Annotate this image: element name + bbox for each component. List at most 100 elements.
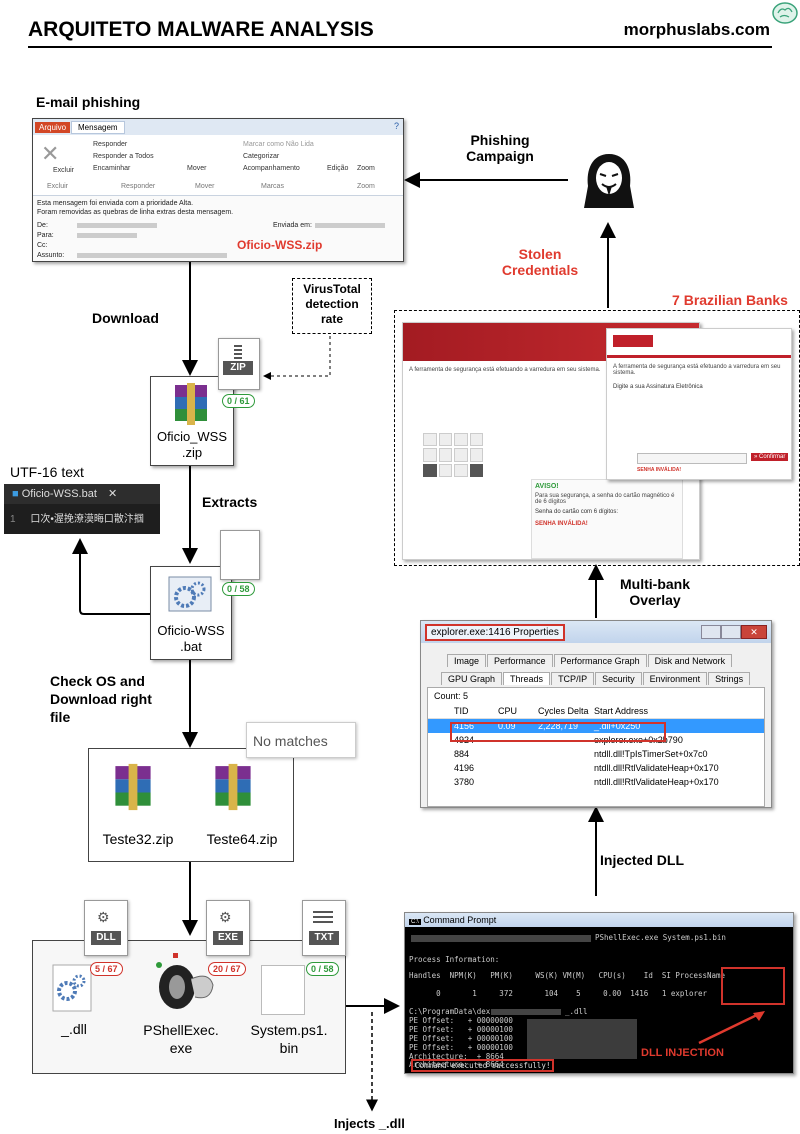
dll-file-name: _.dll	[61, 1021, 87, 1037]
threads-panel: Count: 5 TID CPU Cycles Delta Start Addr…	[427, 687, 765, 807]
to-label: Para:	[37, 232, 54, 239]
email-window: Arquivo Mensagem ? ✕ Excluir Responder R…	[32, 118, 404, 262]
table-row[interactable]: 4196 ntdll.dll!RtlValidateHeap+0x170	[428, 761, 764, 775]
cmd-line-pe4: PE Offset: + 00000100	[409, 1043, 513, 1052]
santander-logo	[613, 335, 653, 347]
exe-icon: EXE	[213, 931, 243, 945]
to-value-redacted	[77, 233, 137, 238]
forward-button[interactable]: Encaminhar	[93, 165, 131, 172]
redacted-path-2	[491, 1009, 561, 1015]
code-editor: ■ Oficio-WSS.bat ✕ 1 口次•渥挽潦漠晦口散汴掴	[4, 484, 160, 534]
minimize-button[interactable]	[701, 625, 721, 639]
col-tid[interactable]: TID	[454, 706, 469, 716]
group-zoom: Zoom	[357, 183, 375, 190]
zip-icon: ZIP	[223, 361, 253, 375]
zip-zipper-icon	[234, 343, 242, 359]
dll-icon: DLL	[91, 931, 121, 945]
linebreak-notice: Foram removidas as quebras de linha extr…	[37, 209, 234, 216]
process-title: explorer.exe:1416 Properties	[425, 624, 565, 641]
cell-tid: 4156	[454, 721, 475, 731]
email-header: Esta mensagem foi enviada com a priorida…	[33, 196, 403, 261]
cmd-line-path-end: _.dll	[565, 1007, 588, 1016]
cmd-success-line: Command executed successfully!	[411, 1059, 555, 1072]
page-title: ARQUITETO MALWARE ANALYSIS	[28, 18, 374, 41]
maximize-button[interactable]	[721, 625, 741, 639]
confirm-button[interactable]: » Confirmar	[751, 453, 789, 461]
exe-doc-icon: EXE ⚙	[206, 900, 250, 956]
winrar-icon	[175, 383, 207, 425]
move-button[interactable]: Mover	[187, 165, 207, 172]
cmd-titlebar: C:\ Command Prompt	[405, 913, 793, 927]
bank-keypad[interactable]	[423, 433, 483, 477]
brain-logo-icon	[772, 2, 798, 24]
follow-up-button[interactable]: Acompanhamento	[243, 165, 300, 172]
delete-button[interactable]: Excluir	[53, 167, 75, 174]
signature-input[interactable]	[637, 453, 747, 464]
cmd-output: PShellExec.exe System.ps1.bin Process In…	[405, 927, 793, 1073]
close-tab-icon[interactable]: ✕	[107, 488, 118, 500]
tab-environment[interactable]: Environment	[642, 672, 708, 685]
categorize-button[interactable]: Categorizar	[243, 153, 280, 160]
cell-cycles: 2,228,719	[538, 721, 579, 731]
site-name: morphuslabs.com	[623, 20, 770, 39]
attachment-name[interactable]: Oficio-WSS.zip	[237, 238, 323, 252]
cell-tid: 4196	[454, 763, 475, 773]
line-number: 1	[10, 514, 16, 525]
threads-header: TID CPU Cycles Delta Start Address	[428, 704, 764, 719]
mark-unread-button[interactable]: Marcar como Não Lida	[243, 141, 314, 148]
dll-gear-icon	[52, 964, 92, 1012]
reply-all-button[interactable]: Responder a Todos	[93, 153, 154, 160]
email-phishing-label: E-mail phishing	[36, 94, 141, 110]
cmd-line-values: 0 1 372 104 5 0.00 1416 1 explorer	[409, 989, 708, 998]
command-prompt-window: C:\ Command Prompt PShellExec.exe System…	[404, 912, 794, 1074]
close-window-button[interactable]: ✕	[741, 625, 767, 639]
col-cpu[interactable]: CPU	[498, 706, 518, 716]
txt-detection-badge: 0 / 58	[306, 962, 339, 976]
dll-doc-icon: DLL ⚙	[84, 900, 128, 956]
cell-address: ntdll.dll!RtlValidateHeap+0x170	[594, 777, 719, 787]
tab-strings[interactable]: Strings	[708, 672, 751, 685]
payload-files-box: _.dll PShellExec. exe System.ps1. bin	[32, 940, 346, 1074]
injects-dll-label: Injects _.dll	[334, 1116, 405, 1131]
subject-label: Assunto:	[37, 252, 65, 259]
edit-button[interactable]: Edição	[327, 165, 349, 172]
bank-1-text: A ferramenta de segurança está efetuando…	[409, 367, 601, 373]
tab-tcpip[interactable]: TCP/IP	[551, 672, 595, 685]
table-row[interactable]: 884 ntdll.dll!TpIsTimerSet+0x7c0	[428, 747, 764, 761]
teste32-winrar-icon	[115, 763, 151, 811]
tab-security[interactable]: Security	[595, 672, 642, 685]
bank-2-text: A ferramenta de segurança está efetuando…	[613, 364, 781, 376]
subject-value-redacted	[77, 253, 227, 258]
zoom-button[interactable]: Zoom	[357, 165, 375, 172]
phishing-campaign-label: Phishing Campaign	[466, 132, 534, 164]
editor-tab[interactable]: ■ Oficio-WSS.bat ✕	[4, 484, 160, 504]
bat-file-icon: ■	[12, 488, 19, 500]
thread-count: Count: 5	[428, 688, 764, 704]
tab-image[interactable]: Image	[447, 654, 487, 667]
table-row[interactable]: 3780 ntdll.dll!RtlValidateHeap+0x170	[428, 775, 764, 789]
priority-notice: Esta mensagem foi enviada com a priorida…	[37, 200, 194, 207]
signature-label: Digite a sua Assinatura Eletrônica	[613, 384, 703, 390]
tab-mensagem[interactable]: Mensagem	[71, 121, 125, 134]
header-divider	[28, 46, 772, 48]
reply-button[interactable]: Responder	[93, 141, 128, 148]
dll-detection-badge: 5 / 67	[90, 962, 123, 976]
help-icon[interactable]: ?	[393, 121, 399, 131]
tab-threads[interactable]: Threads	[503, 672, 551, 685]
col-cycles[interactable]: Cycles Delta	[538, 706, 589, 716]
txt-lines-icon	[313, 911, 333, 913]
tab-gpu-graph[interactable]: GPU Graph	[441, 672, 503, 685]
tab-performance-graph[interactable]: Performance Graph	[553, 654, 647, 667]
tab-arquivo[interactable]: Arquivo	[35, 122, 71, 133]
gear-bat-icon	[168, 576, 212, 612]
tab-performance[interactable]: Performance	[487, 654, 553, 667]
card-password-label: Senha do cartão com 6 dígitos:	[535, 509, 619, 515]
cell-address: ntdll.dll!RtlValidateHeap+0x170	[594, 763, 719, 773]
check-os-label: Check OS and Download right file	[50, 673, 152, 725]
highlight-box	[450, 722, 666, 742]
col-start-address[interactable]: Start Address	[594, 706, 649, 716]
tab-disk-network[interactable]: Disk and Network	[647, 654, 733, 667]
